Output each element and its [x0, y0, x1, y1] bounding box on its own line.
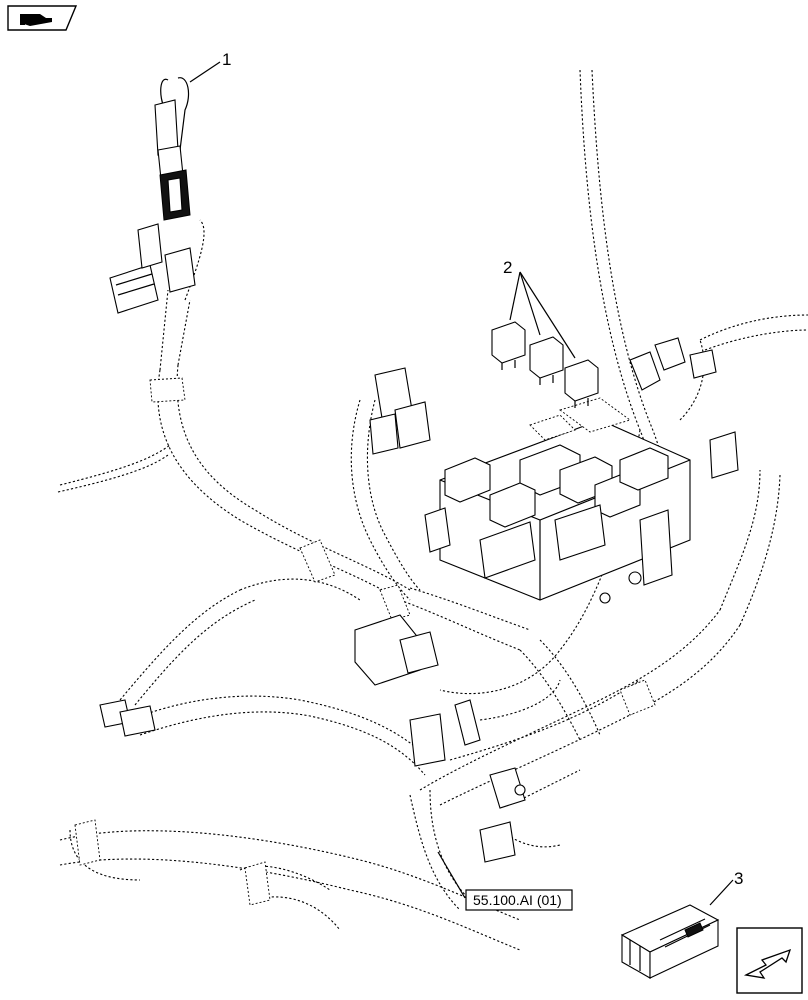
connector-cluster-middle	[369, 367, 431, 455]
leader-lines	[189, 61, 734, 906]
callout-3: 3	[734, 869, 743, 888]
connector-cluster-left	[109, 223, 196, 314]
nav-arrow-icon[interactable]	[736, 927, 803, 994]
item-2-relays	[491, 321, 599, 408]
parts-kit-icon	[620, 904, 720, 979]
callout-2: 2	[503, 258, 512, 277]
reference-box[interactable]: 55.100.AI (01)	[465, 889, 573, 911]
callout-1: 1	[222, 50, 231, 69]
item-1-connector	[154, 77, 191, 221]
reference-label: 55.100.AI (01)	[473, 892, 562, 908]
hand-pointing-icon	[7, 5, 78, 31]
harness-sleeves	[74, 377, 656, 906]
connector-bottom-left	[99, 614, 526, 863]
fuse-relay-box	[424, 337, 739, 604]
